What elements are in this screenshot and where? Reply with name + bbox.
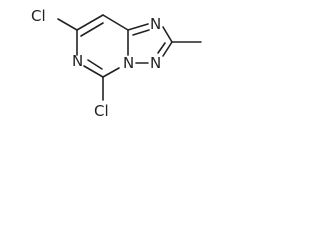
bond-c5-n6-inner bbox=[87, 59, 103, 70]
bond-c2-n3-inner bbox=[157, 42, 166, 54]
atom-label-n-triazole-bottom: N bbox=[150, 54, 161, 72]
bond-c7-c8 bbox=[76, 14, 104, 31]
bond-c2-n3 bbox=[162, 41, 173, 57]
bond-c8a-n1 bbox=[127, 23, 149, 31]
atom-label-cl-bottom: Cl bbox=[94, 102, 109, 120]
bond-n4-c5 bbox=[102, 67, 120, 78]
bond-n1-c2 bbox=[162, 26, 173, 43]
bond-c7-c8-inner bbox=[80, 22, 104, 37]
atom-label-n-bridge: N bbox=[123, 54, 134, 72]
bond-c8a-n1-inner bbox=[132, 29, 150, 36]
molecule-structure: Cl N Cl N N N bbox=[31, 7, 202, 120]
bond-c8-c8a bbox=[102, 14, 129, 31]
atom-label-cl-top: Cl bbox=[31, 7, 46, 25]
atom-label-n-pyrimidine: N bbox=[72, 52, 83, 70]
bond-c7-cl bbox=[57, 18, 78, 31]
bond-c5-n6 bbox=[83, 65, 104, 78]
atom-label-n-triazole-top: N bbox=[150, 15, 161, 33]
